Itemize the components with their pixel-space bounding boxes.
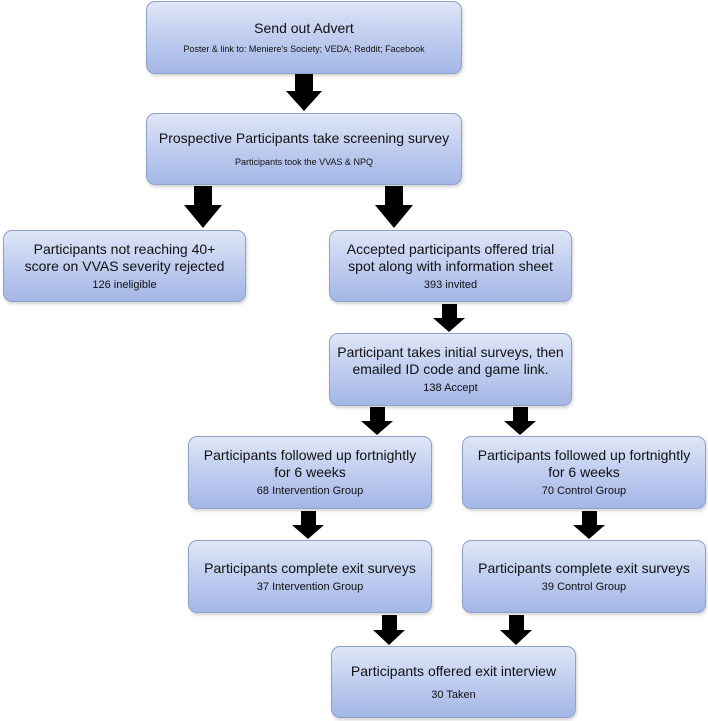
exit-intervention-title: Participants complete exit surveys	[204, 559, 416, 576]
rejected-box: Participants not reaching 40+ score on V…	[3, 230, 246, 302]
exit-control-title: Participants complete exit surveys	[478, 559, 690, 576]
followup-intervention-title: Participants followed up fortnightly for…	[203, 447, 417, 480]
arrow-screening-to-rejected	[184, 186, 222, 228]
advert-title: Send out Advert	[254, 20, 354, 36]
arrow-accepted-to-initial	[433, 304, 465, 332]
rejected-count: 126 ineligible	[92, 278, 157, 291]
screening-box: Prospective Participants take screening …	[146, 113, 462, 185]
accepted-count: 393 invited	[423, 278, 478, 291]
rejected-title: Participants not reaching 40+ score on V…	[24, 240, 225, 274]
arrow-initial-to-followup-intervention	[361, 407, 393, 435]
exit-intervention-count: 37 Intervention Group	[256, 580, 364, 593]
arrow-advert-to-screening	[286, 74, 322, 111]
exit-interview-box: Participants offered exit interview 30 T…	[331, 646, 576, 718]
accepted-box: Accepted participants offered trial spot…	[329, 230, 572, 302]
arrow-exit-intervention-to-interview	[373, 615, 405, 645]
arrow-screening-to-accepted	[375, 186, 413, 228]
followup-control-box: Participants followed up fortnightly for…	[462, 436, 706, 509]
arrow-exit-control-to-interview	[500, 615, 532, 645]
followup-intervention-count: 68 Intervention Group	[256, 485, 364, 497]
arrow-followup-to-exit-control	[573, 511, 605, 539]
initial-surveys-count: 138 Accept	[423, 382, 478, 394]
followup-control-title: Participants followed up fortnightly for…	[477, 447, 691, 480]
exit-interview-count: 30 Taken	[431, 688, 476, 701]
followup-intervention-box: Participants followed up fortnightly for…	[188, 436, 432, 509]
accepted-title: Accepted participants offered trial spot…	[346, 240, 555, 274]
advert-detail: Poster & link to: Meniere's Society; VED…	[183, 44, 425, 54]
followup-control-count: 70 Control Group	[541, 485, 627, 497]
advert-box: Send out Advert Poster & link to: Menier…	[146, 1, 462, 74]
initial-surveys-title: Participant takes initial surveys, then …	[337, 344, 564, 377]
arrow-followup-to-exit-intervention	[292, 511, 324, 539]
screening-title: Prospective Participants take screening …	[158, 130, 450, 146]
exit-control-count: 39 Control Group	[541, 580, 627, 593]
exit-control-box: Participants complete exit surveys 39 Co…	[462, 540, 706, 613]
exit-interview-title: Participants offered exit interview	[350, 662, 557, 679]
arrow-initial-to-followup-control	[504, 407, 536, 435]
exit-intervention-box: Participants complete exit surveys 37 In…	[188, 540, 432, 613]
screening-detail: Participants took the VVAS & NPQ	[235, 157, 373, 167]
initial-surveys-box: Participant takes initial surveys, then …	[329, 333, 572, 406]
